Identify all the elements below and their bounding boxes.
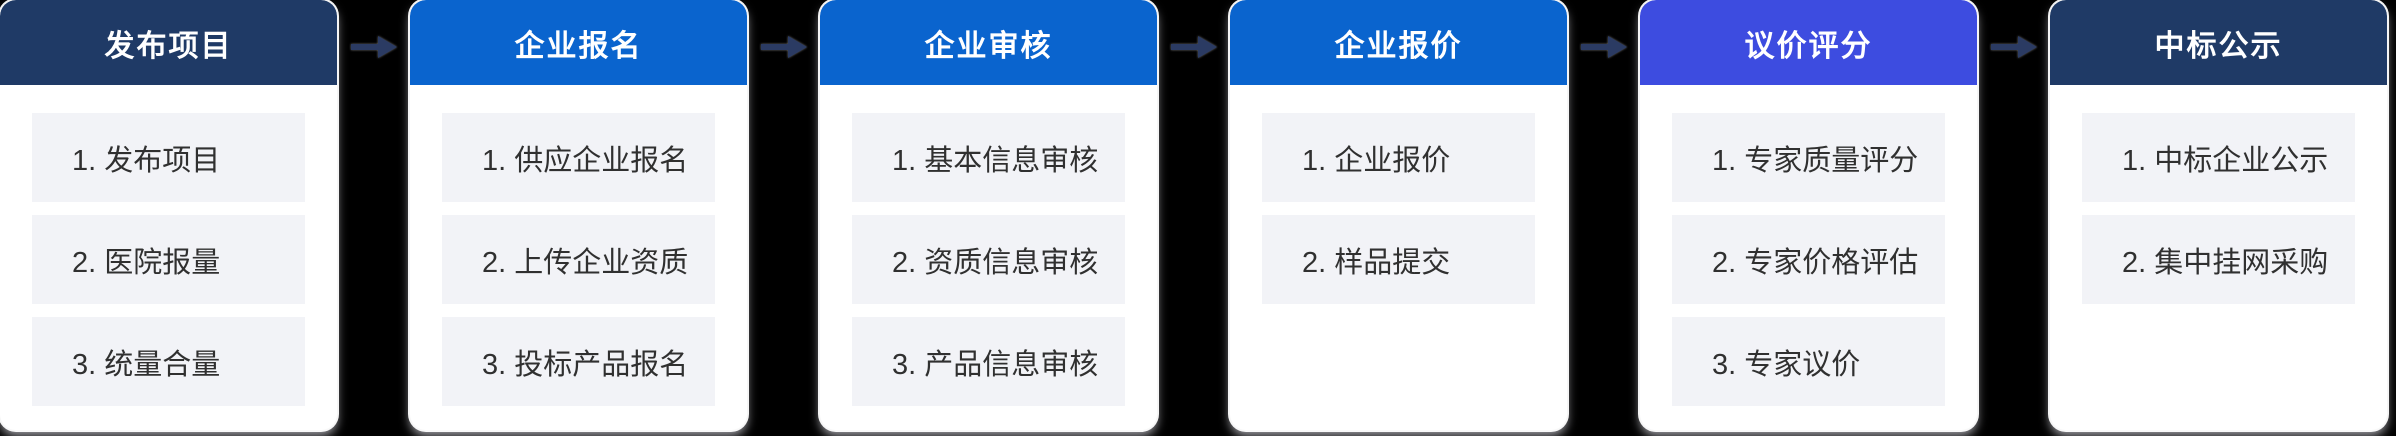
step-item: 1. 中标企业公示 xyxy=(2082,113,2355,202)
arrow-right-icon xyxy=(760,36,807,58)
step-header: 企业审核 xyxy=(820,0,1157,85)
step-card-4: 企业报价 1. 企业报价 2. 样品提交 xyxy=(1230,0,1567,430)
step-title: 企业审核 xyxy=(924,29,1053,63)
step-item: 1. 基本信息审核 xyxy=(852,113,1125,202)
step-card-6: 中标公示 1. 中标企业公示 2. 集中挂网采购 xyxy=(2050,0,2387,430)
arrow-head xyxy=(1607,36,1627,58)
arrow-stem xyxy=(1580,44,1608,50)
arrow-right-icon xyxy=(1170,36,1217,58)
step-card-1: 发布项目 1. 发布项目 2. 医院报量 3. 统量合量 xyxy=(0,0,337,430)
step-body: 1. 专家质量评分 2. 专家价格评估 3. 专家议价 xyxy=(1640,85,1977,430)
step-header: 企业报价 xyxy=(1230,0,1567,85)
flow-connector xyxy=(747,0,820,94)
arrow-stem xyxy=(1170,44,1198,50)
arrow-stem xyxy=(1990,44,2018,50)
step-card-3: 企业审核 1. 基本信息审核 2. 资质信息审核 3. 产品信息审核 xyxy=(820,0,1157,430)
arrow-head xyxy=(2017,36,2037,58)
step-body: 1. 企业报价 2. 样品提交 xyxy=(1230,85,1567,430)
step-title: 中标公示 xyxy=(2154,29,2283,63)
arrow-right-icon xyxy=(1580,36,1627,58)
step-item: 1. 发布项目 xyxy=(32,113,305,202)
step-item: 3. 专家议价 xyxy=(1672,317,1945,406)
step-body: 1. 基本信息审核 2. 资质信息审核 3. 产品信息审核 xyxy=(820,85,1157,430)
flow-connector xyxy=(1977,0,2050,94)
arrow-stem xyxy=(350,44,378,50)
step-item: 3. 产品信息审核 xyxy=(852,317,1125,406)
step-body: 1. 发布项目 2. 医院报量 3. 统量合量 xyxy=(0,85,337,430)
step-title: 企业报名 xyxy=(514,29,643,63)
step-item: 2. 上传企业资质 xyxy=(442,215,715,304)
arrow-right-icon xyxy=(350,36,397,58)
step-title: 发布项目 xyxy=(104,29,233,63)
flow-connector xyxy=(1567,0,1640,94)
step-item: 1. 企业报价 xyxy=(1262,113,1535,202)
step-header: 议价评分 xyxy=(1640,0,1977,85)
arrow-right-icon xyxy=(1990,36,2037,58)
step-item: 2. 医院报量 xyxy=(32,215,305,304)
step-header: 企业报名 xyxy=(410,0,747,85)
step-body: 1. 中标企业公示 2. 集中挂网采购 xyxy=(2050,85,2387,430)
step-item: 3. 统量合量 xyxy=(32,317,305,406)
arrow-head xyxy=(1197,36,1217,58)
step-title: 企业报价 xyxy=(1334,29,1463,63)
step-header: 中标公示 xyxy=(2050,0,2387,85)
step-item: 2. 资质信息审核 xyxy=(852,215,1125,304)
step-header: 发布项目 xyxy=(0,0,337,85)
step-item: 1. 供应企业报名 xyxy=(442,113,715,202)
arrow-stem xyxy=(760,44,788,50)
step-item: 2. 样品提交 xyxy=(1262,215,1535,304)
step-card-2: 企业报名 1. 供应企业报名 2. 上传企业资质 3. 投标产品报名 xyxy=(410,0,747,430)
flow-connector xyxy=(1157,0,1230,94)
step-item: 2. 集中挂网采购 xyxy=(2082,215,2355,304)
step-body: 1. 供应企业报名 2. 上传企业资质 3. 投标产品报名 xyxy=(410,85,747,430)
step-item: 2. 专家价格评估 xyxy=(1672,215,1945,304)
step-item: 3. 投标产品报名 xyxy=(442,317,715,406)
step-card-5: 议价评分 1. 专家质量评分 2. 专家价格评估 3. 专家议价 xyxy=(1640,0,1977,430)
step-item: 1. 专家质量评分 xyxy=(1672,113,1945,202)
arrow-head xyxy=(377,36,397,58)
flow-connector xyxy=(337,0,410,94)
arrow-head xyxy=(787,36,807,58)
step-title: 议价评分 xyxy=(1744,29,1873,63)
